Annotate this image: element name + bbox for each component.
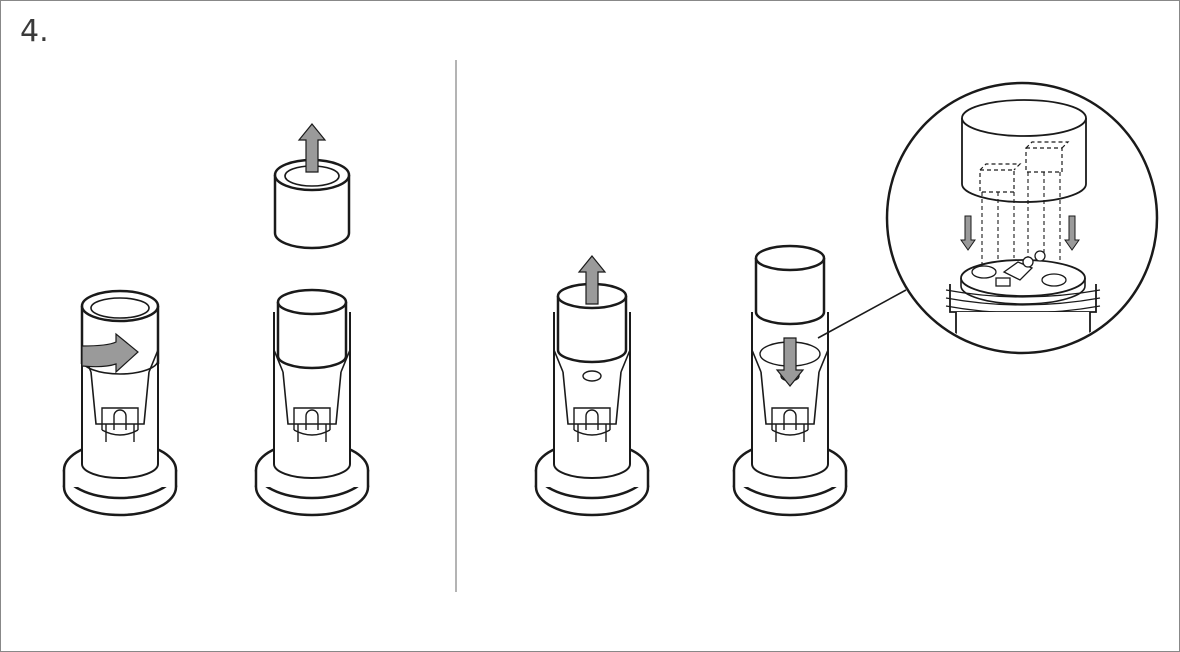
- device-lift-cap: [254, 123, 370, 517]
- down-arrow: [1064, 215, 1080, 251]
- device-twist-cap: [62, 289, 178, 517]
- device-lift-cap: [534, 255, 650, 517]
- rotate-arrow: [81, 332, 139, 374]
- down-arrow: [960, 215, 976, 251]
- detail-leader-line: [817, 289, 907, 339]
- step-number-label: 4.: [20, 14, 49, 49]
- cap-alignment-detail: [885, 81, 1159, 355]
- right-panel: [534, 81, 1159, 517]
- left-panel: [62, 123, 370, 517]
- device-insert-cap: [732, 244, 848, 517]
